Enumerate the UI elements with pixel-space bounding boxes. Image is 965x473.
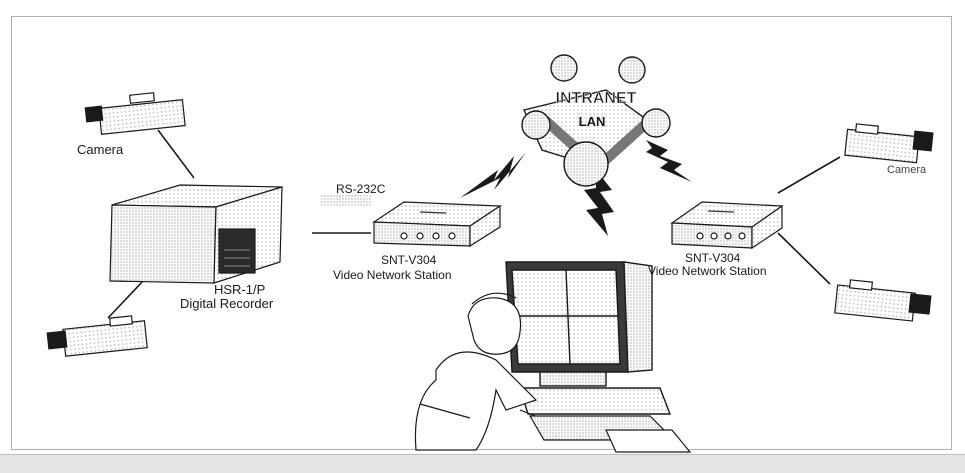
- keyboard-icon: [528, 415, 692, 453]
- camera-bottom-right-icon: [834, 279, 932, 322]
- camera-top-left-icon: [84, 92, 186, 135]
- cam-right-bottom-link: [777, 232, 831, 285]
- cam-right-top-link: [777, 156, 841, 194]
- camera-left-label: Camera: [77, 142, 124, 157]
- intranet-label: INTRANET: [556, 90, 637, 107]
- network-station-right-icon: [670, 201, 784, 250]
- recorder-model-label: HSR-1/P: [214, 282, 266, 297]
- recorder-desc-label: Digital Recorder: [180, 296, 274, 311]
- station-right-model-label: SNT-V304: [685, 251, 741, 265]
- diagram-frame: [11, 16, 952, 450]
- bolt-right-icon: [646, 140, 692, 182]
- camera-top-right-icon: [844, 123, 934, 164]
- digital-recorder-icon: [109, 184, 283, 284]
- rs232-label: RS-232C: [336, 182, 386, 196]
- connection-lines: [107, 129, 841, 319]
- cam-left-top-link: [157, 129, 195, 179]
- network-station-left-icon: [372, 201, 502, 248]
- monitor-icon: [505, 261, 672, 415]
- station-left-desc-label: Video Network Station: [333, 268, 452, 282]
- intranet-lan-icon: [521, 54, 671, 187]
- camera-right-label: Camera: [887, 164, 927, 176]
- lan-label: LAN: [579, 114, 606, 129]
- bolt-left-icon: [460, 152, 526, 198]
- bottom-band: [0, 454, 965, 473]
- camera-bottom-left-icon: [46, 315, 148, 357]
- cam-left-bottom-link: [107, 279, 145, 319]
- operator-figure-icon: [414, 292, 567, 451]
- station-right-desc-label: Video Network Station: [648, 264, 767, 278]
- station-left-model-label: SNT-V304: [381, 253, 437, 267]
- rs232-cable: [320, 195, 372, 206]
- bolt-center-icon: [584, 170, 614, 236]
- lightning-bolt-icons: [460, 140, 692, 236]
